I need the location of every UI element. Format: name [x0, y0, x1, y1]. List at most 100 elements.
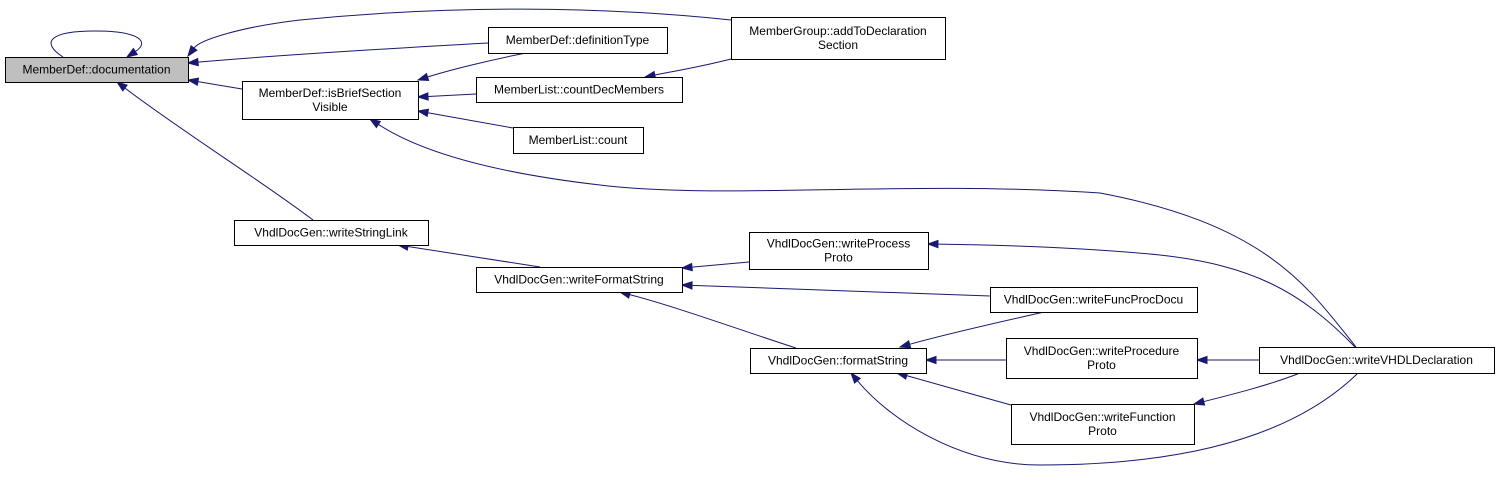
arrowhead-icon: [125, 47, 139, 58]
arrowhead-icon: [186, 57, 199, 67]
node-label: MemberList::count: [529, 133, 628, 147]
edge-line: [1203, 372, 1301, 403]
edge-writeVHDLDeclaration-to-writeProcedureProto: [1195, 355, 1259, 365]
node-label: VhdlDocGen::writeProcess: [767, 237, 910, 251]
node-label: VhdlDocGen::formatString: [768, 354, 908, 368]
node-label: VhdlDocGen::writeFunction: [1029, 410, 1175, 424]
edge-line: [906, 375, 1012, 406]
node-box: [234, 220, 429, 246]
node-writeFuncProcDocu[interactable]: VhdlDocGen::writeFuncProcDocu: [990, 287, 1198, 313]
arrowhead-icon: [1195, 355, 1208, 365]
node-label: VhdlDocGen::writeFormatString: [494, 273, 663, 287]
node-box: [488, 27, 668, 54]
edge-writeFuncProcDocu-to-writeFormatString: [680, 281, 991, 297]
node-writeVHDLDeclaration[interactable]: VhdlDocGen::writeVHDLDeclaration: [1259, 347, 1495, 374]
edge-line: [909, 311, 1045, 345]
arrowhead-icon: [850, 371, 862, 384]
node-label: Proto: [1087, 358, 1116, 372]
node-documentation[interactable]: MemberDef::documentation: [5, 57, 189, 83]
edges-layer: [50, 8, 1359, 466]
node-writeStringLink[interactable]: VhdlDocGen::writeStringLink: [234, 220, 429, 246]
node-box: [1006, 338, 1198, 379]
node-label: MemberGroup::addToDeclaration: [749, 24, 926, 38]
arrowhead-icon: [924, 355, 937, 365]
node-label: Proto: [1088, 424, 1117, 438]
arrowhead-icon: [680, 281, 693, 290]
edge-line: [857, 372, 1359, 466]
node-label: Visible: [312, 100, 347, 114]
node-label: MemberDef::isBriefSection: [259, 86, 402, 100]
nodes-layer: MemberDef::documentation MemberDef::defin…: [5, 17, 1495, 445]
node-label: Section: [818, 38, 858, 52]
edge-line: [427, 93, 477, 97]
node-box: [476, 267, 683, 293]
edge-line: [50, 30, 142, 58]
node-box: [242, 81, 419, 120]
node-box: [476, 77, 683, 103]
node-label: MemberDef::documentation: [22, 63, 170, 77]
node-box: [5, 57, 189, 83]
edge-line: [407, 246, 541, 268]
edge-line: [427, 112, 514, 129]
node-label: VhdlDocGen::writeProcedure: [1024, 344, 1180, 358]
node-box: [513, 127, 644, 154]
edge-writeFuncProcDocu-to-formatString: [898, 311, 1045, 349]
edge-formatString-to-writeFormatString: [618, 290, 797, 349]
node-label: VhdlDocGen::writeVHDLDeclaration: [1280, 353, 1473, 367]
edge-line: [124, 87, 314, 221]
node-formatString[interactable]: VhdlDocGen::formatString: [750, 348, 927, 374]
edge-writeVHDLDeclaration-to-formatString: [850, 371, 1359, 466]
arrowhead-icon: [416, 92, 429, 101]
edge-documentation-to-documentation: [50, 30, 142, 58]
arrowhead-icon: [416, 108, 430, 118]
edge-line: [197, 42, 489, 63]
edge-writeProcedureProto-to-formatString: [924, 355, 1006, 365]
edge-isBriefSectionVisible-to-documentation: [186, 77, 243, 90]
edge-addToDeclarationSection-to-documentation: [187, 8, 732, 58]
edge-line: [654, 58, 732, 76]
edge-line: [691, 261, 750, 268]
node-box: [990, 287, 1198, 313]
edge-count-to-isBriefSectionVisible: [416, 108, 514, 129]
node-count[interactable]: MemberList::count: [513, 127, 644, 154]
edge-line: [197, 81, 243, 90]
node-label: VhdlDocGen::writeFuncProcDocu: [1004, 293, 1183, 307]
node-writeFormatString[interactable]: VhdlDocGen::writeFormatString: [476, 267, 683, 293]
edge-writeVHDLDeclaration-to-writeProcessProto: [926, 239, 1356, 348]
edge-definitionType-to-documentation: [186, 42, 489, 67]
arrowhead-icon: [368, 118, 382, 129]
node-box: [1259, 347, 1495, 374]
node-label: VhdlDocGen::writeStringLink: [254, 226, 408, 240]
edge-line: [427, 52, 527, 78]
edge-writeStringLink-to-documentation: [115, 81, 314, 221]
node-label: MemberDef::definitionType: [506, 33, 650, 47]
arrowhead-icon: [926, 239, 939, 249]
node-box: [750, 348, 927, 374]
node-definitionType[interactable]: MemberDef::definitionType: [488, 27, 668, 54]
arrowhead-icon: [416, 72, 430, 82]
arrowhead-icon: [680, 262, 693, 272]
node-box: [1011, 404, 1195, 445]
edge-writeProcessProto-to-writeFormatString: [680, 261, 750, 272]
node-box: [731, 17, 946, 60]
node-box: [749, 232, 929, 270]
edge-countDecMembers-to-isBriefSectionVisible: [416, 92, 477, 101]
edge-line: [378, 123, 1357, 348]
arrowhead-icon: [1192, 397, 1206, 406]
arrowhead-icon: [186, 77, 200, 86]
node-countDecMembers[interactable]: MemberList::countDecMembers: [476, 77, 683, 103]
edge-line: [937, 243, 1356, 348]
node-label: MemberList::countDecMembers: [494, 83, 664, 97]
arrowhead-icon: [115, 81, 128, 92]
edge-line: [629, 294, 797, 349]
edge-writeVHDLDeclaration-to-isBriefSectionVisible: [368, 118, 1357, 348]
edge-line: [193, 8, 732, 49]
arrowhead-icon: [187, 44, 198, 58]
edge-writeFunctionProto-to-formatString: [895, 371, 1012, 406]
